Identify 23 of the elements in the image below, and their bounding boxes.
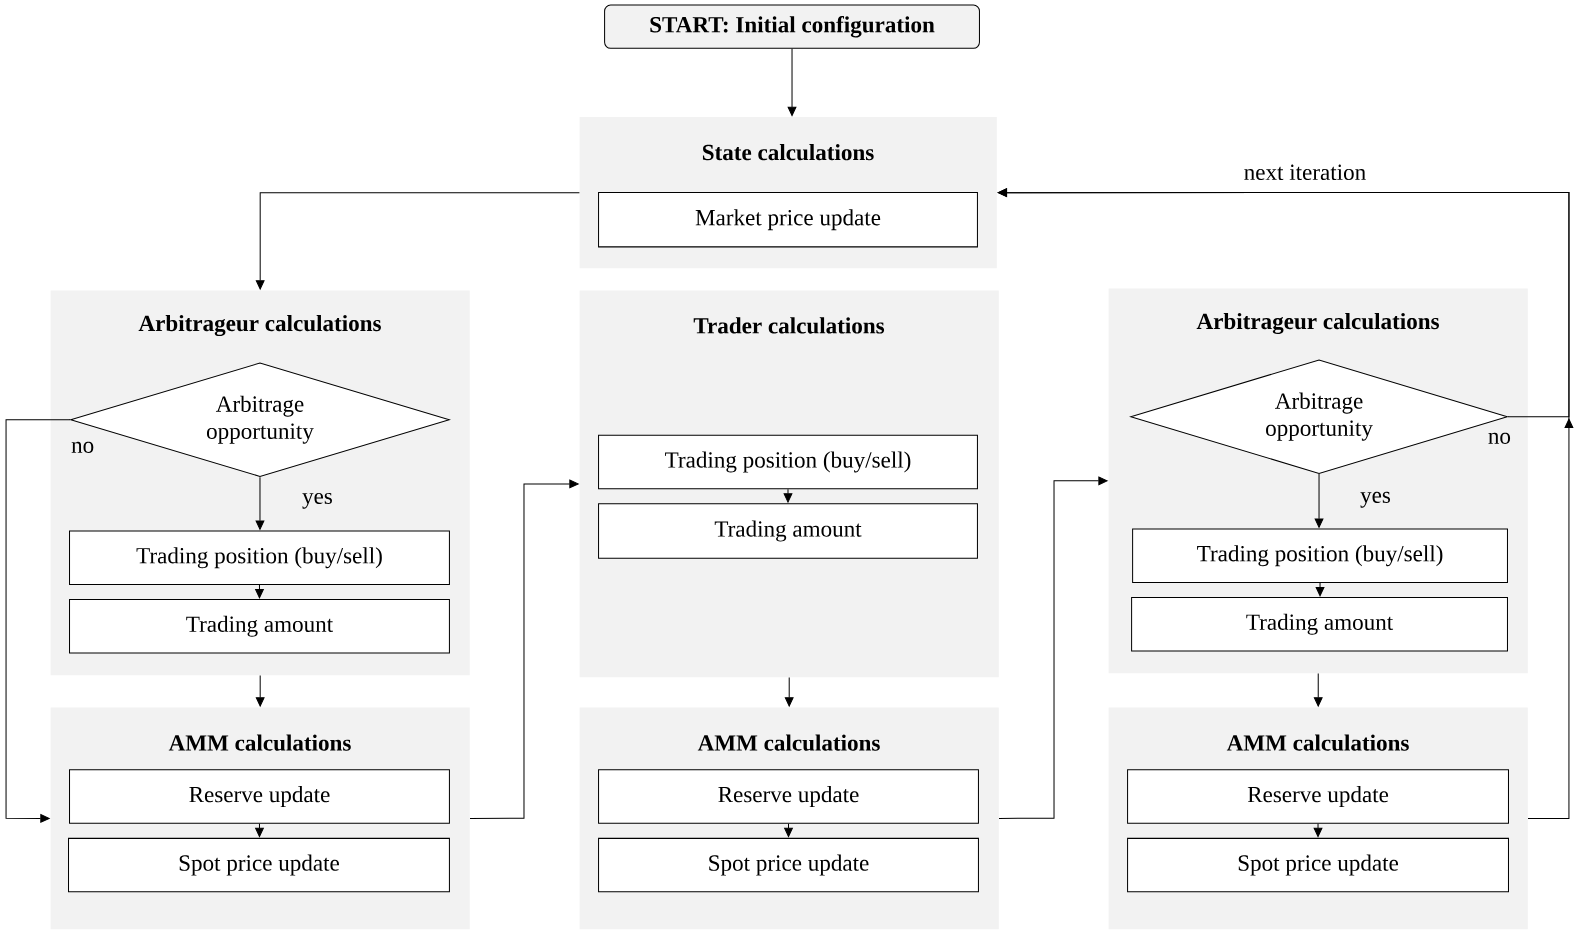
edge-label: no [1488, 432, 1511, 444]
edge-label: next iteration [1244, 164, 1366, 180]
process-box: Trading position (buy/sell) [69, 530, 450, 585]
arrow [5, 419, 71, 823]
process-box: Reserve update [69, 769, 450, 824]
process-box: Reserve update [1127, 769, 1509, 824]
process-box: Spot price update [1127, 837, 1509, 893]
edge-label: yes [302, 492, 332, 509]
process-box: Reserve update [598, 769, 979, 824]
arrow [1313, 823, 1323, 838]
start-box: START: Initial configuration [604, 4, 980, 49]
arrow [787, 48, 797, 117]
process-box: Trading position (buy/sell) [1132, 528, 1508, 583]
process-box: Trading amount [1131, 596, 1508, 652]
process-box: Spot price update [598, 837, 979, 893]
process-box: Spot price update [68, 837, 450, 893]
process-box: Market price update [598, 191, 978, 248]
process-box: Trading position (buy/sell) [598, 434, 978, 490]
process-box: Trading amount [69, 599, 450, 654]
edge-label: no [71, 441, 94, 453]
edge-label: yes [1360, 491, 1391, 508]
process-box: Trading amount [598, 503, 978, 559]
arrow [1315, 582, 1325, 597]
